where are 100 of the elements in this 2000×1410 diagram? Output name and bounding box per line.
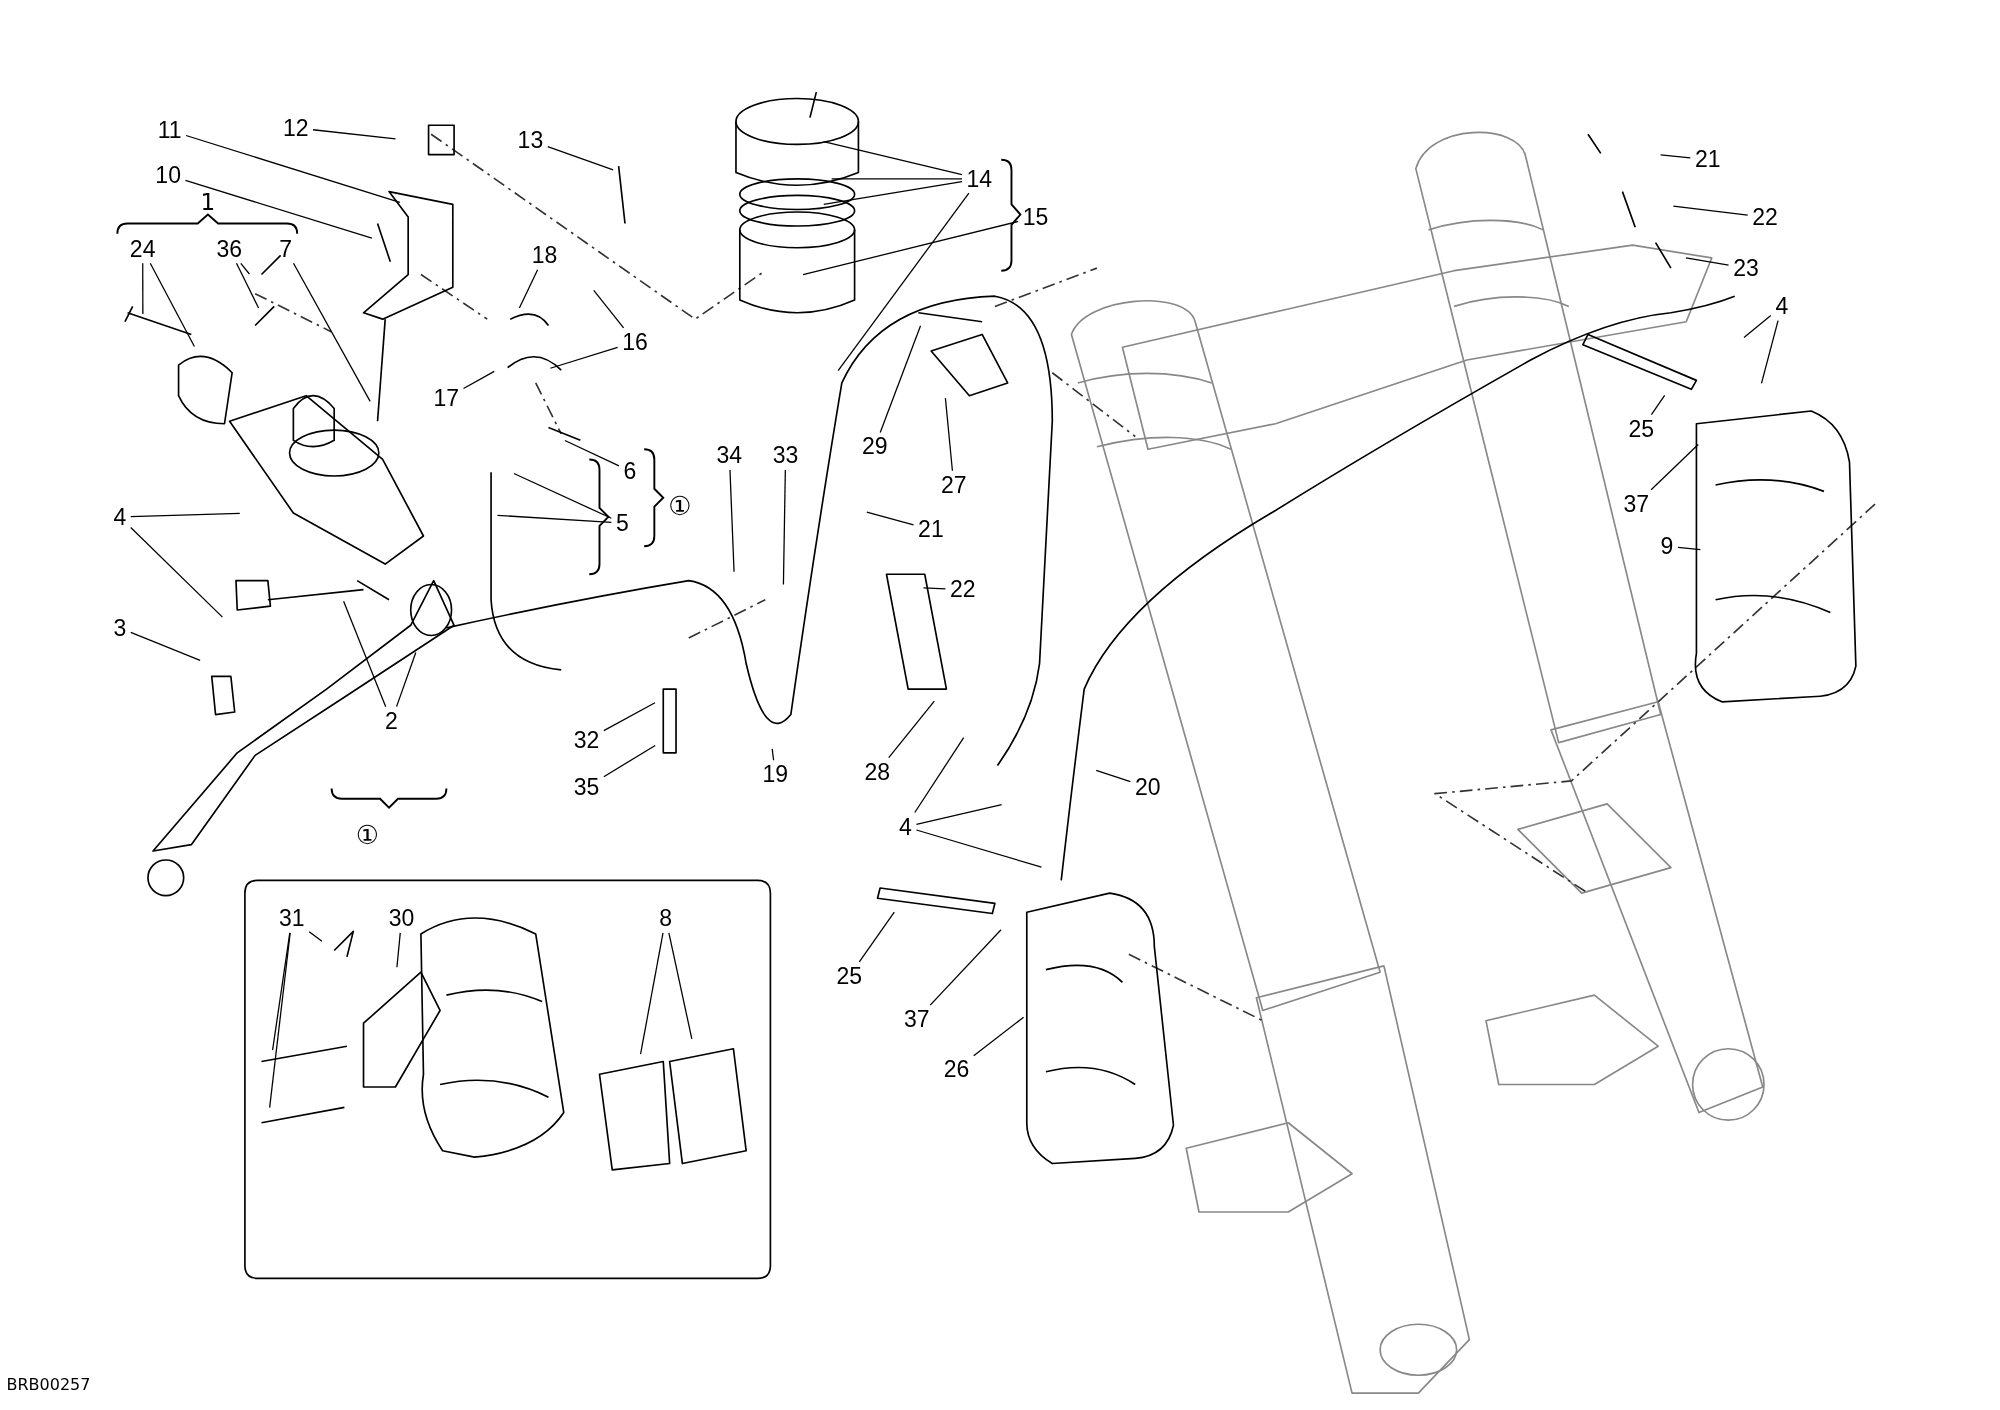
callout-number: 22 <box>948 576 978 603</box>
callout-number: 22 <box>1750 203 1780 230</box>
leader-line <box>858 911 895 963</box>
callout-number: 2 <box>383 707 400 734</box>
callout-number: 4 <box>111 503 129 530</box>
leader-line <box>837 192 970 372</box>
leader-line <box>929 929 1002 1006</box>
leader-line <box>462 370 495 390</box>
leader-line <box>1743 314 1772 339</box>
callout-number: 37 <box>1621 490 1652 517</box>
leader-line <box>396 932 401 968</box>
callout-number: 3 <box>111 614 129 641</box>
callout-number: 1 <box>199 188 217 215</box>
leader-line <box>269 932 291 1109</box>
leader-line <box>639 932 664 1055</box>
leader-line <box>603 744 656 778</box>
callout-number: 23 <box>1731 254 1761 281</box>
leader-line <box>184 179 373 239</box>
leader-line <box>922 587 947 590</box>
leader-line <box>130 526 224 618</box>
leader-line <box>343 600 387 708</box>
leader-line <box>888 700 935 759</box>
leader-line <box>1685 257 1730 266</box>
leader-line <box>822 140 963 176</box>
leader-line <box>771 748 775 761</box>
callout-number: 14 <box>964 165 995 192</box>
leader-line <box>593 289 625 329</box>
callout-number: 37 <box>902 1006 932 1033</box>
leader-line <box>185 134 401 203</box>
callout-number: 35 <box>571 774 602 800</box>
leader-line <box>879 325 922 434</box>
leader-line <box>1650 394 1666 416</box>
leader-line <box>823 181 963 206</box>
callout-number: 31 <box>277 905 307 932</box>
leader-line <box>149 262 196 348</box>
leader-line <box>782 469 786 586</box>
callout-number: 34 <box>714 442 745 469</box>
callout-number: 8 <box>657 905 675 932</box>
leader-line <box>914 737 965 814</box>
leader-line <box>496 514 612 524</box>
callout-number: 13 <box>515 127 546 154</box>
callout-number: 6 <box>621 457 639 484</box>
leader-line <box>973 1016 1025 1057</box>
drawing-code: BRB00257 <box>5 1374 92 1397</box>
circled-number: ① <box>354 822 381 849</box>
leader-line <box>547 146 614 171</box>
callout-number: 4 <box>897 813 914 840</box>
leader-line <box>831 178 963 180</box>
callout-number: 10 <box>153 161 183 188</box>
callout-number: 18 <box>529 242 560 269</box>
callout-number: 7 <box>277 235 294 262</box>
callout-number: 29 <box>860 433 890 460</box>
leader-line <box>518 269 539 309</box>
leader-line <box>729 469 735 573</box>
leader-line <box>142 262 144 315</box>
callout-number: 21 <box>916 516 946 543</box>
leader-line <box>130 512 241 518</box>
callout-number: 25 <box>834 962 865 989</box>
callout-number: 9 <box>1658 532 1676 559</box>
callout-number: 5 <box>613 509 631 536</box>
leader-line <box>235 262 260 309</box>
leader-line <box>866 511 915 526</box>
leader-line <box>1760 320 1779 385</box>
leader-line <box>1095 769 1131 783</box>
leader-line <box>549 346 619 369</box>
leader-line <box>603 702 656 732</box>
leader-line <box>240 262 250 275</box>
leader-line <box>308 931 323 942</box>
leader-line <box>668 932 693 1040</box>
callout-number: 21 <box>1692 146 1723 173</box>
leader-line <box>1672 205 1749 216</box>
callout-number: 12 <box>280 114 311 141</box>
leader-line <box>513 472 612 519</box>
callout-number: 17 <box>431 384 461 411</box>
leader-line <box>944 397 954 472</box>
callout-number: 28 <box>862 758 893 785</box>
callout-number: 24 <box>127 235 158 262</box>
leader-line <box>395 651 417 708</box>
leader-line <box>1650 443 1699 491</box>
callout-number: 19 <box>760 761 791 788</box>
leader-line <box>1677 546 1702 551</box>
leader-line <box>1659 154 1691 159</box>
callout-number: 33 <box>770 442 801 469</box>
callout-number: 4 <box>1773 293 1791 320</box>
callout-number: 27 <box>939 471 969 498</box>
callout-number: 30 <box>386 905 417 932</box>
leader-line <box>802 220 1019 276</box>
callout-number: 11 <box>155 117 184 144</box>
leader-line <box>130 631 201 661</box>
callout-number: 32 <box>571 726 602 753</box>
callout-number: 25 <box>1626 415 1657 442</box>
callout-number: 16 <box>620 328 650 355</box>
callout-number: 20 <box>1132 774 1163 800</box>
leader-line <box>915 829 1043 868</box>
leader-line <box>312 129 397 140</box>
leader-line <box>292 262 371 403</box>
callout-number: 26 <box>941 1055 972 1082</box>
circled-number: ① <box>667 493 693 520</box>
callout-number: 36 <box>214 235 245 262</box>
leader-line <box>564 439 620 467</box>
